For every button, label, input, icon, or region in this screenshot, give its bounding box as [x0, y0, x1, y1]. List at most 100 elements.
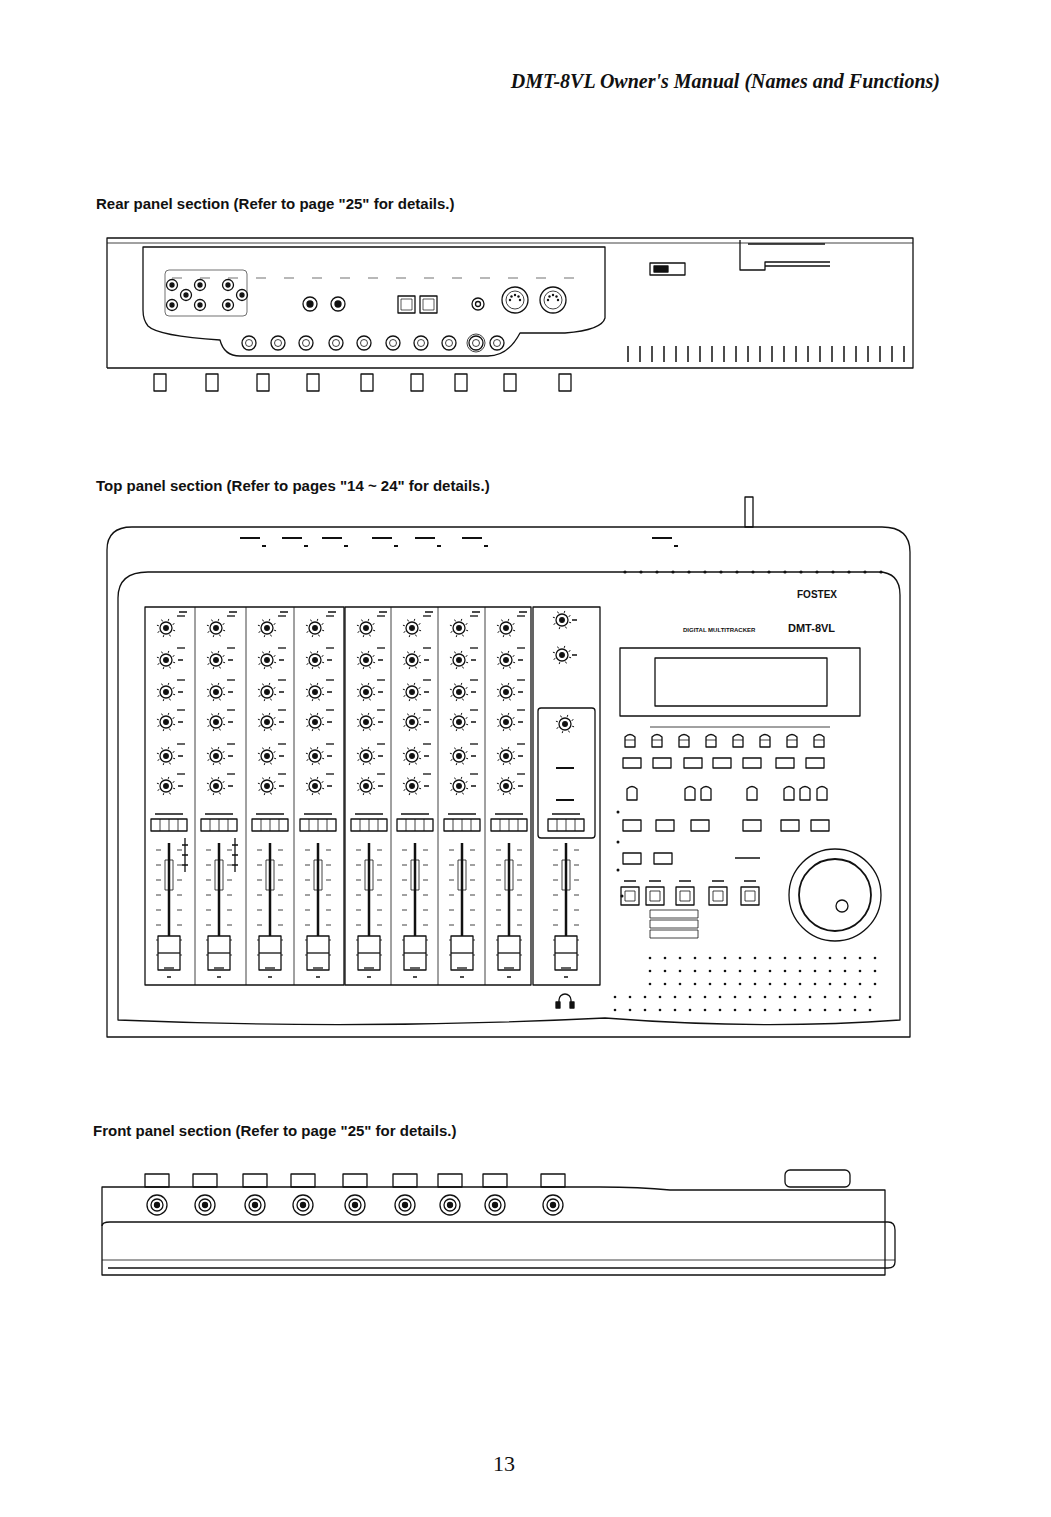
- knob-tick: [498, 631, 500, 633]
- knob-tick: [509, 667, 511, 669]
- jog-marking: [735, 857, 760, 859]
- input-jack-hole: [303, 340, 310, 347]
- speaker-grille-hole: [724, 970, 727, 973]
- indicator-mark: [304, 545, 308, 547]
- fader-scale: [423, 925, 428, 926]
- front-knob-edge: [307, 374, 319, 391]
- knob-cap: [364, 720, 369, 725]
- speaker-grille-hole: [754, 970, 757, 973]
- knob: [261, 686, 273, 698]
- fader-cap-base: [164, 967, 174, 968]
- monitor-marking: [556, 799, 574, 801]
- knob-tick: [466, 630, 468, 632]
- fader-scale: [449, 865, 454, 866]
- knob-marking: [471, 755, 476, 757]
- fader-scale: [227, 850, 232, 851]
- button-top: [652, 740, 662, 741]
- knob: [406, 716, 418, 728]
- knob-tick: [419, 751, 421, 753]
- knob-tick: [274, 724, 276, 726]
- knob: [500, 750, 512, 762]
- indicator-mark: [415, 537, 435, 539]
- speaker-grille-hole: [844, 970, 847, 973]
- knob-tick: [363, 699, 365, 701]
- rear-housing: [107, 238, 913, 368]
- switch-segment: [160, 819, 161, 831]
- knob-marking: [572, 654, 577, 656]
- switch-segment: [219, 819, 220, 831]
- knob-tick: [207, 657, 209, 659]
- panel-marking: [312, 278, 322, 279]
- knob-marking: [228, 659, 233, 661]
- fader-scale: [377, 895, 382, 896]
- knob-tick: [161, 748, 163, 750]
- knob-label-mark: [517, 709, 525, 710]
- knob: [360, 654, 372, 666]
- input-jack-hole: [493, 1203, 498, 1208]
- input-select-switch: [491, 819, 527, 831]
- knob-tick: [456, 793, 458, 795]
- knob-tick: [173, 717, 175, 719]
- knob-tick: [454, 620, 456, 622]
- knob-label-mark: [377, 709, 385, 710]
- fader-scale: [177, 880, 182, 881]
- knob-label-mark: [177, 679, 185, 680]
- knob-tick: [369, 635, 371, 637]
- jack-hole: [307, 301, 313, 307]
- knob: [261, 780, 273, 792]
- knob-tick: [454, 748, 456, 750]
- switch-segment: [369, 819, 370, 831]
- knob-tick: [322, 662, 324, 664]
- speaker-grille-hole: [769, 970, 772, 973]
- knob-tick: [450, 719, 452, 721]
- fader-scale: [517, 895, 522, 896]
- knob-tick: [312, 763, 314, 765]
- knob-tick: [270, 635, 272, 637]
- knob-cap: [214, 754, 219, 759]
- button-top: [760, 740, 770, 741]
- speaker-grille-hole: [749, 996, 752, 999]
- vent-dot: [639, 570, 642, 573]
- knob-cap: [457, 690, 462, 695]
- knob-tick: [497, 719, 499, 721]
- knob-tick: [403, 719, 405, 721]
- knob-tick: [498, 725, 500, 727]
- input-select-switch: [351, 819, 387, 831]
- knob-label-mark: [517, 679, 525, 680]
- speaker-grille-hole: [739, 970, 742, 973]
- legend-strip: [650, 930, 698, 938]
- knob-tick: [207, 753, 209, 755]
- knob-marking: [424, 659, 429, 661]
- fader-scale: [156, 865, 161, 866]
- speaker-grille-hole: [874, 983, 877, 986]
- record-button: [811, 820, 829, 831]
- knob-tick: [554, 623, 556, 625]
- top-housing: [107, 527, 910, 1037]
- knob-cap: [410, 690, 415, 695]
- knob-tick: [373, 694, 375, 696]
- channel-number-mark: [316, 976, 320, 978]
- knob-tick: [509, 793, 511, 795]
- knob-cap: [313, 754, 318, 759]
- input-jack: [345, 1195, 365, 1215]
- switch-segment: [318, 819, 319, 831]
- knob-tick: [407, 652, 409, 654]
- knob-tick: [168, 777, 170, 779]
- knob-tick: [454, 684, 456, 686]
- input-jack-hole: [301, 1203, 306, 1208]
- fader-cap: [451, 936, 473, 970]
- fader-scale: [305, 850, 310, 851]
- knob-tick: [168, 619, 170, 621]
- switch-segment: [509, 819, 510, 831]
- knob-marking: [424, 785, 429, 787]
- knob-tick: [269, 651, 271, 653]
- fader-scale: [278, 910, 283, 911]
- knob-tick: [306, 719, 308, 721]
- switch-segment: [279, 819, 280, 831]
- knob-tick: [369, 793, 371, 795]
- knob-tick: [213, 635, 215, 637]
- knob-tick: [270, 667, 272, 669]
- knob-tick: [218, 619, 220, 621]
- fader-scale: [326, 880, 331, 881]
- front-knob: [291, 1174, 315, 1187]
